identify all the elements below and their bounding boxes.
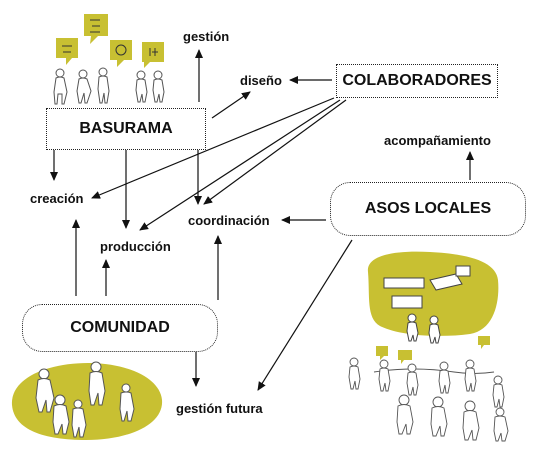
arrow-basurama-diseno bbox=[211, 91, 251, 119]
label-produccion: producción bbox=[100, 239, 171, 254]
label-diseno: diseño bbox=[240, 73, 282, 88]
speech-bubble-icon bbox=[478, 336, 490, 349]
basurama-team-illustration bbox=[53, 14, 165, 105]
node-comunidad-label: COMUNIDAD bbox=[70, 319, 170, 336]
label-gestion: gestión bbox=[183, 29, 230, 44]
label-acompanamiento: acompañamiento bbox=[384, 133, 491, 148]
speech-bubble-icon bbox=[398, 350, 412, 364]
node-comunidad: COMUNIDAD bbox=[22, 304, 218, 352]
speech-bubble-icon bbox=[110, 40, 132, 67]
node-colaboradores: COLABORADORES bbox=[336, 64, 498, 98]
speech-bubble-icon bbox=[142, 42, 164, 68]
local-associations-illustration bbox=[348, 251, 509, 442]
node-basurama: BASURAMA bbox=[46, 108, 206, 150]
arrows bbox=[50, 49, 474, 391]
label-gestion-futura: gestión futura bbox=[176, 401, 263, 416]
label-coordinacion: coordinación bbox=[188, 213, 270, 228]
speech-bubble-icon bbox=[376, 346, 388, 360]
node-colaboradores-label: COLABORADORES bbox=[342, 72, 492, 89]
arrow-colaboradores-produccion bbox=[139, 99, 341, 231]
arrow-asos-gestion-futura bbox=[257, 239, 353, 391]
community-blob bbox=[11, 362, 163, 440]
speech-bubble-icon bbox=[84, 14, 108, 44]
node-asos-locales-label: ASOS LOCALES bbox=[364, 200, 492, 217]
node-asos-locales: ASOS LOCALES bbox=[330, 182, 526, 236]
arrow-colaboradores-creacion bbox=[91, 97, 335, 199]
community-illustration bbox=[11, 361, 163, 440]
node-basurama-label: BASURAMA bbox=[79, 120, 173, 137]
arrow-colaboradores-coordinacion bbox=[203, 99, 347, 205]
label-creacion: creación bbox=[30, 191, 84, 206]
